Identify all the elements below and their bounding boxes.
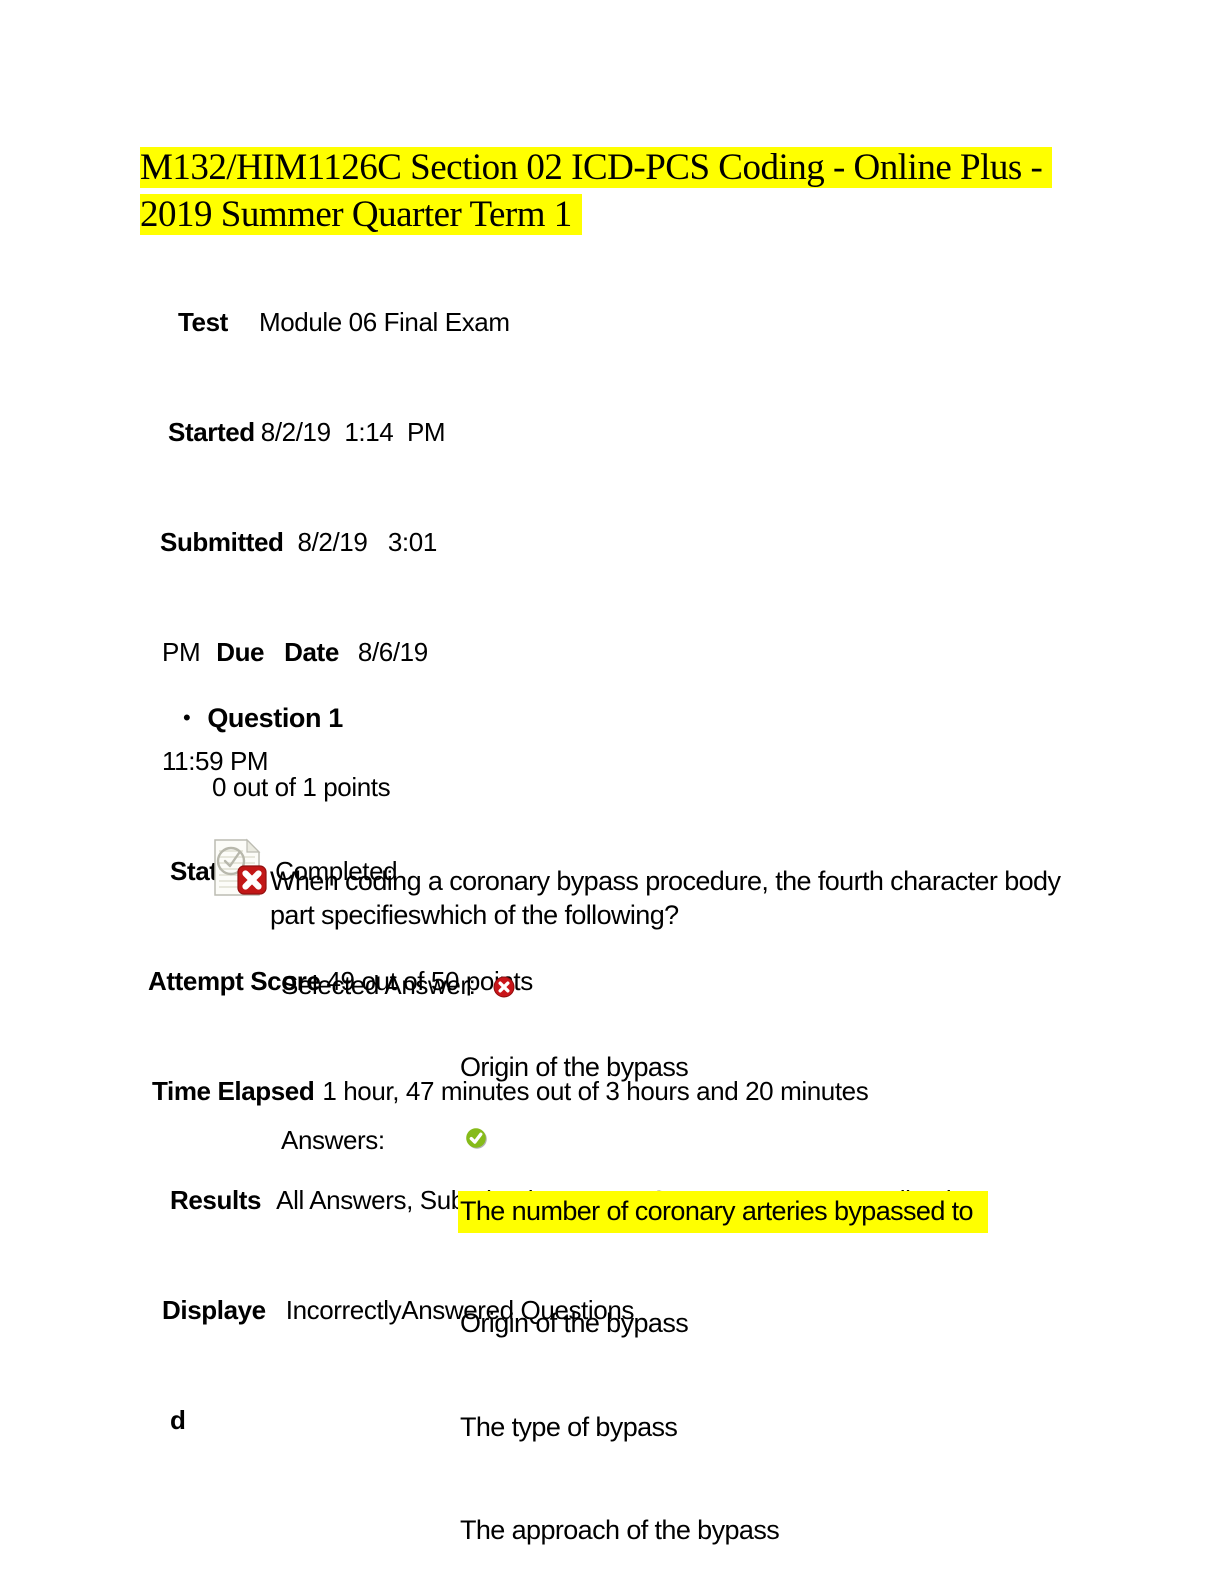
meta-row-results-3: d bbox=[0, 1402, 965, 1439]
meta-row-test: Test Module 06 Final Exam bbox=[0, 304, 965, 341]
answer-option-correct: The number of coronary arteries bypassed… bbox=[458, 1191, 988, 1233]
course-title-line1: M132/HIM1126C Section 02 ICD-PCS Coding … bbox=[140, 147, 1053, 188]
selected-answer-text: Origin of the bypass bbox=[460, 1052, 689, 1082]
meta-value: Completed bbox=[275, 856, 398, 887]
meta-label: d bbox=[170, 1405, 186, 1435]
answer-option-highlighted-text: The number of coronary arteries bypassed… bbox=[458, 1191, 988, 1233]
meta-label: Results bbox=[170, 1185, 262, 1216]
course-title-line2: 2019 Summer Quarter Term 1 bbox=[140, 194, 582, 235]
question-header: • Question 1 bbox=[183, 703, 343, 734]
meta-label: Date bbox=[284, 636, 339, 667]
question-text: When coding a coronary bypass procedure,… bbox=[270, 864, 1061, 932]
meta-row-due-time: 11:59 PM bbox=[0, 743, 965, 780]
answer-option: Origin of the bypass bbox=[460, 1308, 689, 1338]
question-title: Question 1 bbox=[207, 703, 343, 733]
meta-row-results-2: Displaye IncorrectlyAnswered Questions bbox=[0, 1292, 965, 1329]
meta-label: Test bbox=[178, 307, 228, 338]
meta-row-due-date: PM Due Date 8/6/19 bbox=[0, 634, 965, 671]
correct-check-icon bbox=[465, 1127, 487, 1149]
meta-value: IncorrectlyAnswered Questions bbox=[285, 1295, 635, 1326]
meta-value: Module 06 Final Exam bbox=[258, 307, 510, 338]
meta-value: 8/2/19 1:14 PM bbox=[260, 416, 446, 447]
answers-label: Answers: bbox=[281, 1125, 385, 1155]
meta-row-submitted: Submitted 8/2/19 3:01 bbox=[0, 524, 965, 561]
incorrect-question-icon bbox=[210, 838, 268, 898]
incorrect-x-icon bbox=[493, 974, 515, 1005]
meta-value: 8/6/19 bbox=[357, 636, 428, 667]
question-text-line1: When coding a coronary bypass procedure,… bbox=[270, 866, 1061, 896]
meta-label: Started bbox=[168, 416, 255, 447]
course-title: M132/HIM1126C Section 02 ICD-PCS Coding … bbox=[140, 144, 1053, 238]
selected-answer-row: Selected Answer: bbox=[281, 970, 515, 1005]
meta-value: PM bbox=[162, 636, 201, 667]
answer-option: The approach of the bypass bbox=[460, 1515, 780, 1545]
meta-label: Submitted bbox=[160, 526, 284, 557]
answer-option: The type of bypass bbox=[460, 1412, 678, 1442]
meta-label: Displaye bbox=[162, 1295, 266, 1326]
question-text-line2: part specifieswhich of the following? bbox=[270, 900, 679, 930]
meta-label: Due bbox=[216, 636, 265, 667]
meta-label: Attempt Score bbox=[148, 965, 321, 996]
meta-value: 8/2/19 3:01 bbox=[297, 526, 438, 557]
meta-value: 11:59 PM bbox=[162, 746, 269, 777]
bullet-icon: • bbox=[183, 705, 191, 730]
question-score: 0 out of 1 points bbox=[212, 772, 391, 802]
meta-label: Time Elapsed bbox=[152, 1075, 315, 1106]
meta-value: 1 hour, 47 minutes out of 3 hours and 20… bbox=[322, 1075, 869, 1106]
selected-answer-label: Selected Answer: bbox=[281, 970, 476, 1000]
